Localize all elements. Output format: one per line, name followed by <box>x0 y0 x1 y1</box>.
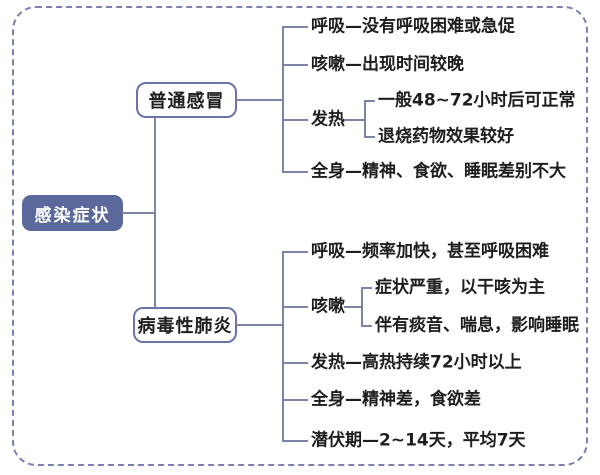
fever-bracket-stub-line <box>364 100 375 102</box>
root-connector-line <box>122 212 155 214</box>
node-cold-fever: 发热 <box>311 109 345 130</box>
branch1-spine-line <box>282 26 284 173</box>
leaf-pneumonia-incubation: 潜伏期—2~14天，平均7天 <box>311 430 526 451</box>
branch2-tick-line <box>282 362 308 364</box>
branch2-tick-line <box>282 306 308 308</box>
branch1-tick-line <box>282 171 308 173</box>
branch1-tick-line <box>282 64 308 66</box>
branch1-connector-line <box>236 99 283 101</box>
branch2-tick-line <box>282 251 308 253</box>
branch-viral-pneumonia: 病毒性肺炎 <box>133 307 237 343</box>
leaf-pneumonia-cough-dry: 症状严重，以干咳为主 <box>375 277 545 298</box>
leaf-cold-fever-normal: 一般48~72小时后可正常 <box>378 90 576 111</box>
leaf-cold-breathing: 呼吸—没有呼吸困难或急促 <box>311 16 515 37</box>
leaf-cold-general: 全身—精神、食欲、睡眠差别不大 <box>311 161 566 182</box>
branch2-spine-line <box>282 251 284 442</box>
fever-connector-line <box>344 119 365 121</box>
leaf-cold-fever-medicine: 退烧药物效果较好 <box>378 126 514 147</box>
leaf-pneumonia-general: 全身—精神差，食欲差 <box>311 389 481 410</box>
cough-connector-line <box>344 306 362 308</box>
branch2-tick-line <box>282 399 308 401</box>
cough-bracket-stub-line <box>361 287 372 289</box>
dashed-border-frame <box>12 6 588 466</box>
leaf-pneumonia-cough-sleep: 伴有痰音、喘息，影响睡眠 <box>375 315 579 336</box>
node-pneumonia-cough: 咳嗽 <box>311 296 345 317</box>
leaf-cold-cough: 咳嗽—出现时间较晚 <box>311 54 464 75</box>
root-node-infection-symptoms: 感染症状 <box>22 195 123 231</box>
branch1-tick-line <box>282 26 308 28</box>
leaf-pneumonia-breathing: 呼吸—频率加快，甚至呼吸困难 <box>311 241 549 262</box>
branch1-tick-line <box>282 119 308 121</box>
fever-bracket-stub-line <box>364 136 375 138</box>
cough-bracket-line <box>361 287 363 327</box>
leaf-pneumonia-fever: 发热—高热持续72小时以上 <box>311 352 522 373</box>
branch2-tick-line <box>282 440 308 442</box>
cough-bracket-stub-line <box>361 325 372 327</box>
branch2-connector-line <box>236 324 283 326</box>
branch-common-cold: 普通感冒 <box>136 82 237 118</box>
trunk-line <box>154 117 156 308</box>
fever-bracket-line <box>364 100 366 138</box>
